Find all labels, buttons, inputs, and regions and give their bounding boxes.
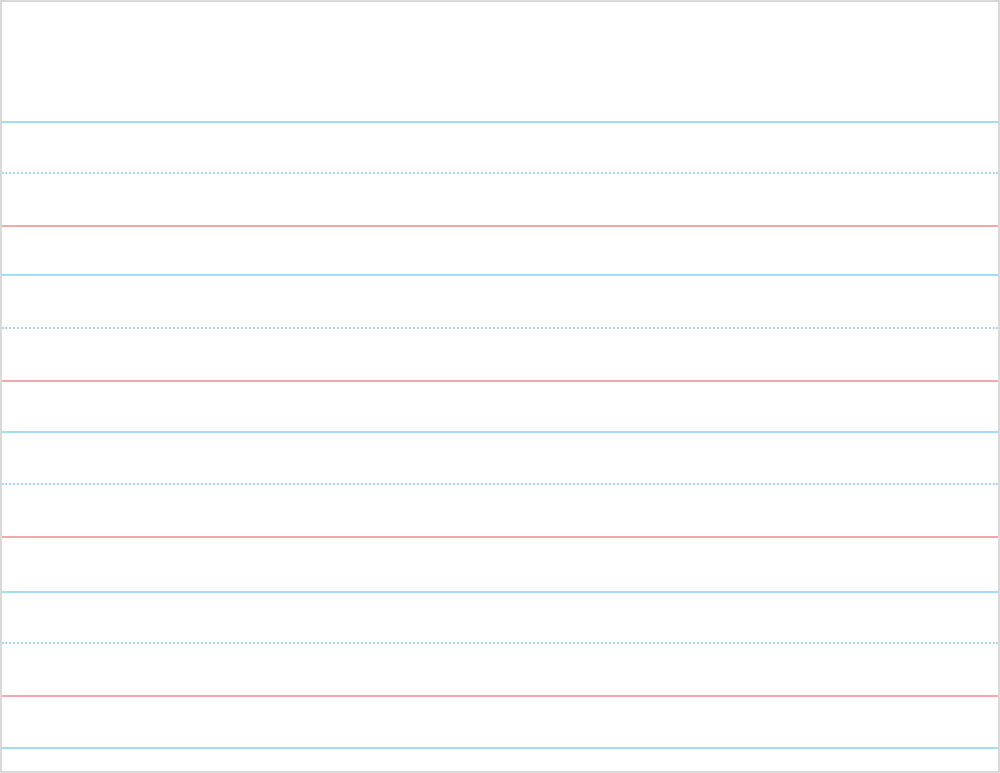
headline-blue: [2, 431, 998, 433]
midline-dotted: [2, 642, 998, 644]
midline-dotted: [2, 483, 998, 485]
headline-blue: [2, 747, 998, 749]
midline-dotted: [2, 327, 998, 329]
baseline-red: [2, 225, 998, 227]
baseline-red: [2, 695, 998, 697]
headline-blue: [2, 121, 998, 123]
headline-blue: [2, 591, 998, 593]
baseline-red: [2, 380, 998, 382]
baseline-red: [2, 536, 998, 538]
midline-dotted: [2, 172, 998, 174]
headline-blue: [2, 274, 998, 276]
